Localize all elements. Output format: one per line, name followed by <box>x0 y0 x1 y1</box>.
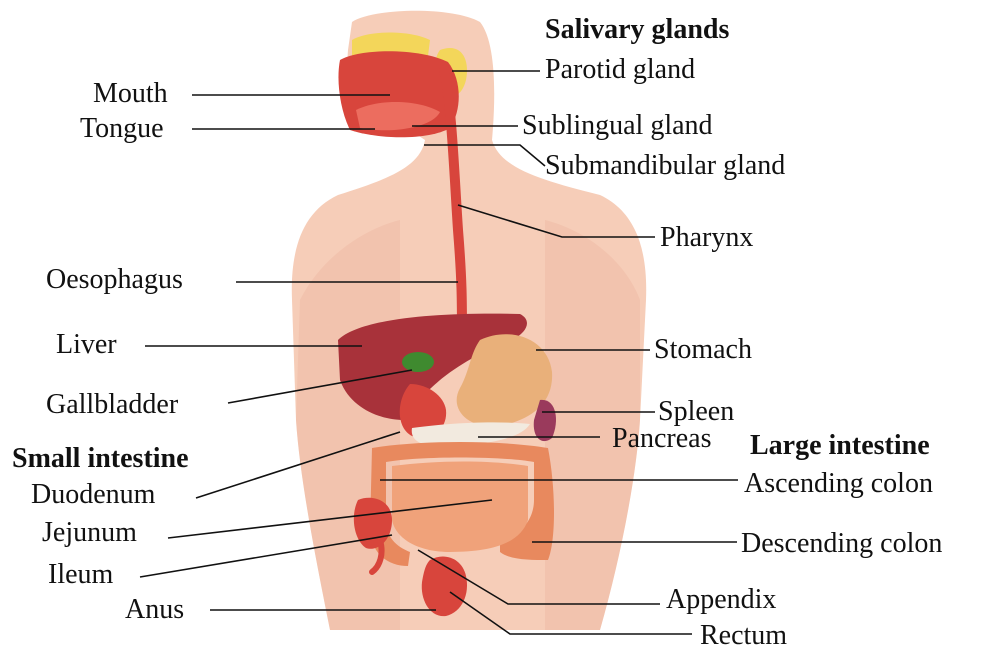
label-ascending-colon: Ascending colon <box>744 468 933 500</box>
label-mouth: Mouth <box>93 78 168 110</box>
gallbladder-shape <box>402 352 434 372</box>
small-intestine-shape <box>392 462 528 553</box>
label-submandibular-gland: Submandibular gland <box>545 150 785 182</box>
heading-large-intestine: Large intestine <box>750 430 930 462</box>
label-gallbladder: Gallbladder <box>46 389 178 421</box>
label-oesophagus: Oesophagus <box>46 264 183 296</box>
label-liver: Liver <box>56 329 117 361</box>
label-rectum: Rectum <box>700 620 787 652</box>
label-stomach: Stomach <box>654 334 752 366</box>
label-pancreas: Pancreas <box>612 423 712 455</box>
label-pharynx: Pharynx <box>660 222 753 254</box>
label-parotid-gland: Parotid gland <box>545 54 695 86</box>
label-jejunum: Jejunum <box>42 517 137 549</box>
heading-salivary-glands: Salivary glands <box>545 14 729 46</box>
label-anus: Anus <box>125 594 184 626</box>
label-sublingual-gland: Sublingual gland <box>522 110 713 142</box>
label-ileum: Ileum <box>48 559 113 591</box>
label-descending-colon: Descending colon <box>741 528 942 560</box>
label-tongue: Tongue <box>80 113 164 145</box>
label-duodenum: Duodenum <box>31 479 155 511</box>
label-appendix: Appendix <box>666 584 776 616</box>
heading-small-intestine: Small intestine <box>12 443 189 475</box>
